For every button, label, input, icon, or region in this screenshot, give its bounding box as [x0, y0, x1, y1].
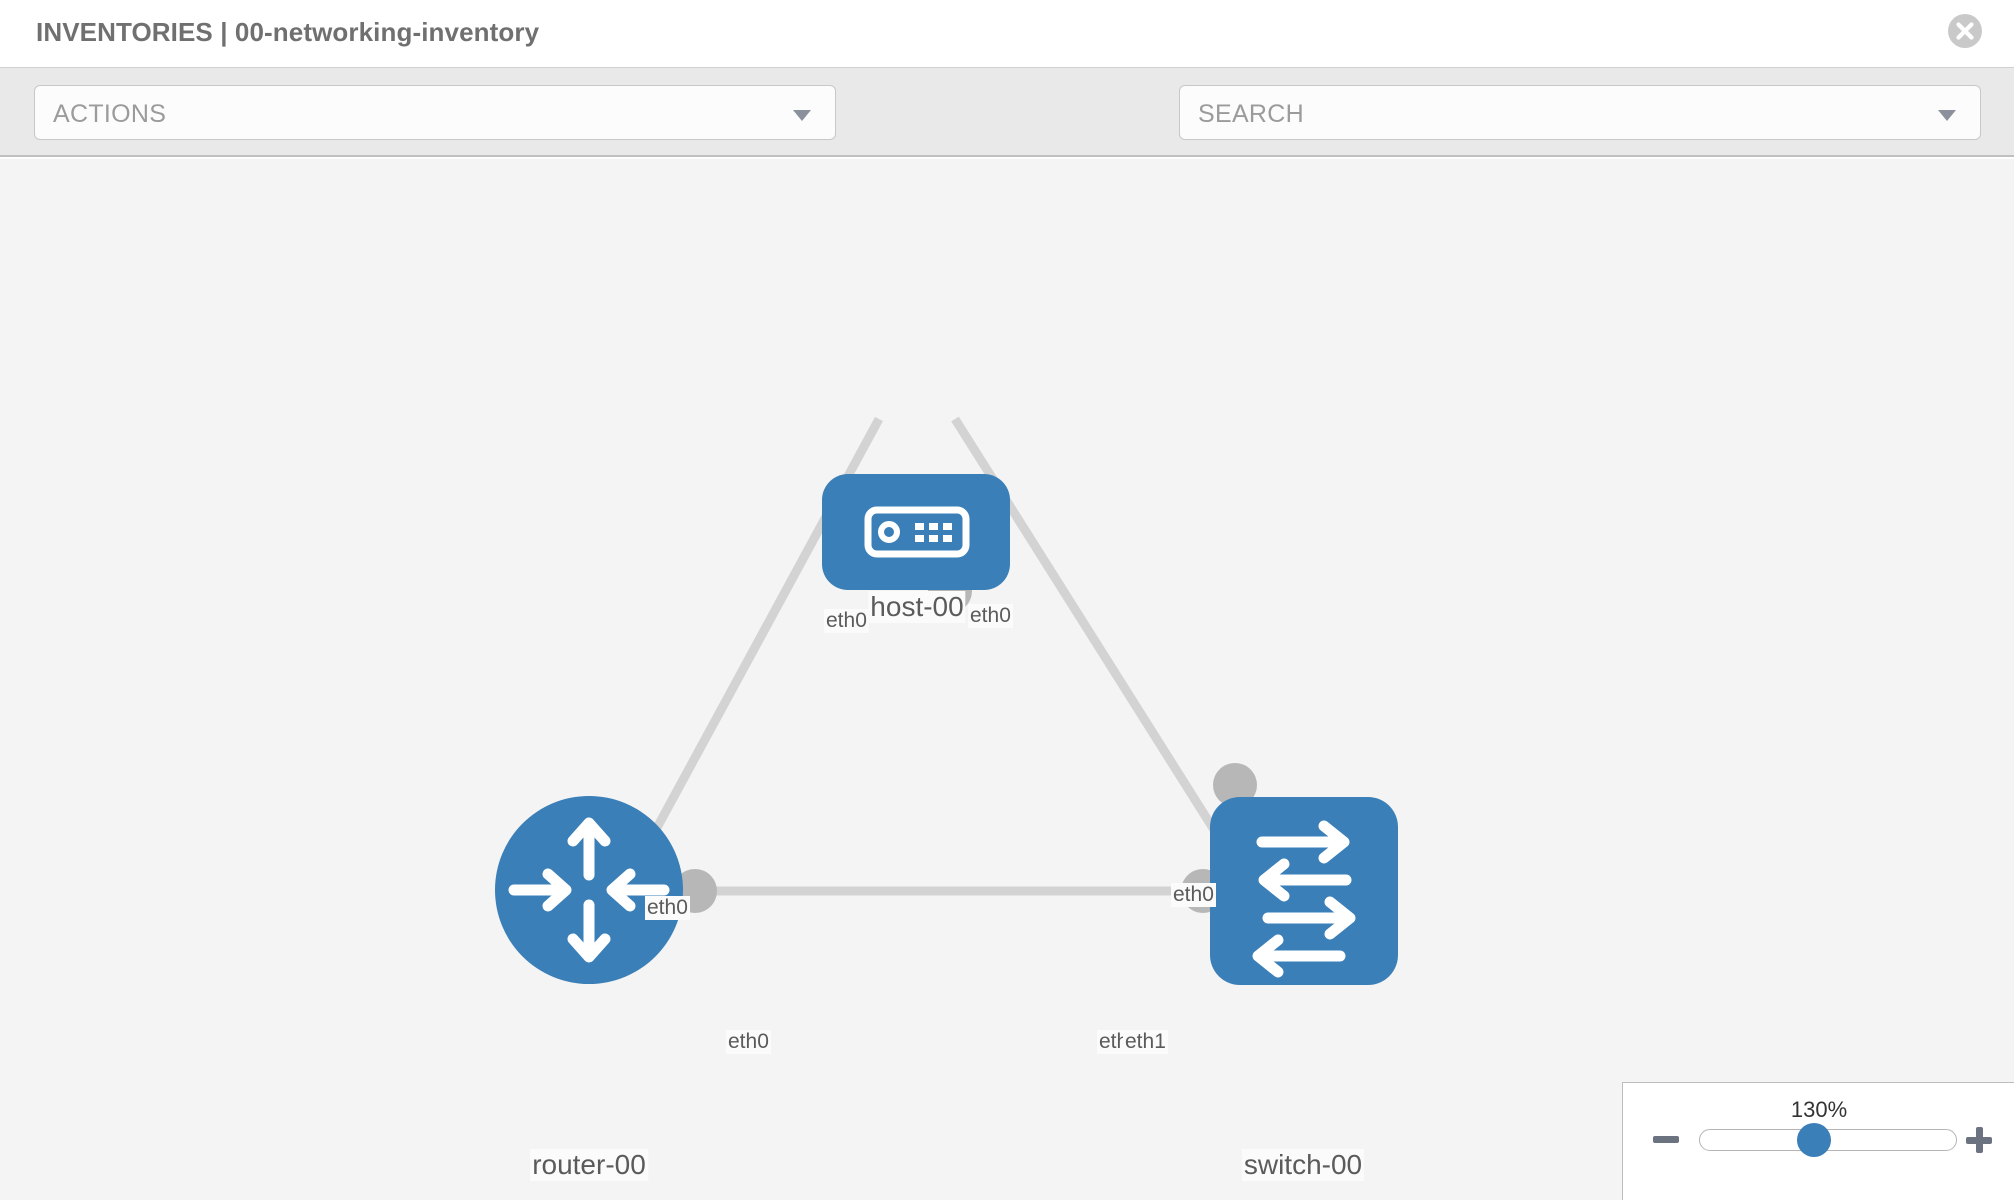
actions-dropdown-label: ACTIONS: [53, 100, 167, 128]
zoom-percent-label: 130%: [1790, 1097, 1848, 1122]
router-arrows-icon: [508, 817, 670, 963]
toolbar: ACTIONS SEARCH: [0, 68, 2014, 193]
node-router-00: [495, 796, 683, 984]
page-header: INVENTORIES | 00-networking-inventory: [0, 0, 2014, 68]
server-icon: [864, 506, 970, 558]
page-title: INVENTORIES | 00-networking-inventory: [36, 17, 540, 47]
zoom-control-panel: 130%: [1622, 1082, 2014, 1200]
actions-dropdown[interactable]: ACTIONS: [34, 85, 836, 140]
topology-graph: [495, 416, 1398, 985]
iface-label: eth0: [645, 896, 690, 920]
chevron-down-icon: [793, 110, 811, 121]
zoom-slider-thumb[interactable]: [1797, 1123, 1831, 1157]
iface-label: eth0: [968, 604, 1013, 628]
iface-label: eth1: [1123, 1030, 1168, 1054]
zoom-out-button[interactable]: [1653, 1136, 1679, 1143]
node-switch-00: [1210, 797, 1398, 985]
iface-label: eth0: [1171, 883, 1216, 907]
iface-label: eth0: [726, 1030, 771, 1054]
node-host-00: [822, 474, 1010, 590]
switch-arrows-icon: [1252, 820, 1356, 978]
iface-label: eth0: [824, 609, 869, 633]
chevron-down-icon[interactable]: [1938, 110, 1956, 121]
connector-switch-north: [1213, 763, 1257, 807]
search-placeholder: SEARCH: [1198, 100, 1304, 128]
close-circle-icon[interactable]: [1946, 12, 1984, 50]
zoom-in-button[interactable]: [1966, 1127, 1992, 1153]
node-label-router-00: router-00: [530, 1149, 648, 1181]
node-label-switch-00: switch-00: [1241, 1149, 1365, 1181]
node-label-host-00: host-00: [868, 591, 966, 623]
topology-canvas[interactable]: host-00 router-00 switch-00 eth0 eth0 et…: [0, 159, 2014, 1200]
search-input[interactable]: SEARCH: [1179, 85, 1981, 140]
